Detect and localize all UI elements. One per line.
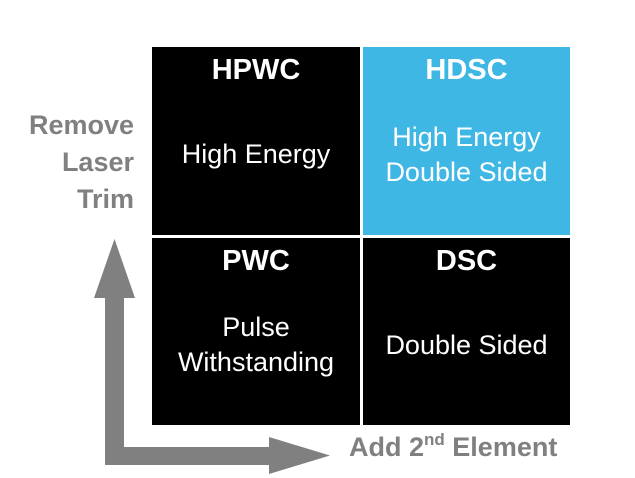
quadrant-code: HDSC <box>425 54 508 86</box>
quadrant-cell-hdsc: HDSC High Energy Double Sided <box>363 47 570 235</box>
quadrant-cell-hpwc: HPWC High Energy <box>152 47 360 235</box>
x-axis-arrow-head <box>269 437 330 474</box>
quadrant-description-line: Double Sided <box>385 156 548 187</box>
quadrant-description-line: Pulse <box>222 312 290 342</box>
quadrant-description-line: High Energy <box>392 121 541 152</box>
quadrant-description-line: Withstanding <box>177 347 335 377</box>
y-axis-arrow-head <box>94 239 135 298</box>
quadrant-cell-pwc: PWC Pulse Withstanding <box>152 238 360 425</box>
x-axis-label: Add 2nd Element <box>349 430 558 463</box>
quadrant-code: DSC <box>435 245 498 277</box>
quadrant-description: Double Sided <box>385 279 547 425</box>
y-axis-arrow-shaft <box>105 296 124 465</box>
quadrant-description-line: Double Sided <box>385 329 548 360</box>
y-axis-label-line: Trim <box>76 184 134 214</box>
x-axis-arrow-shaft <box>105 447 270 465</box>
quadrant-description-line: High Energy <box>181 139 331 169</box>
quadrant-code: HPWC <box>211 54 301 86</box>
y-axis-label-line: Remove <box>28 110 134 140</box>
quadrant-description: High Energy <box>182 88 331 235</box>
x-axis-label-text: Add 2 <box>349 432 425 462</box>
x-axis-label-superscript: nd <box>424 430 445 449</box>
y-axis-label: Remove Laser Trim <box>0 107 134 218</box>
quadrant-cell-dsc: DSC Double Sided <box>363 238 570 425</box>
quadrant-matrix: HPWC High Energy HDSC High Energy Double… <box>152 47 570 425</box>
quadrant-description: High Energy Double Sided <box>385 88 547 235</box>
x-axis-label-text: Element <box>444 432 558 462</box>
quadrant-description: Pulse Withstanding <box>178 279 334 425</box>
quadrant-code: PWC <box>222 245 290 277</box>
y-axis-label-line: Laser <box>61 147 134 177</box>
